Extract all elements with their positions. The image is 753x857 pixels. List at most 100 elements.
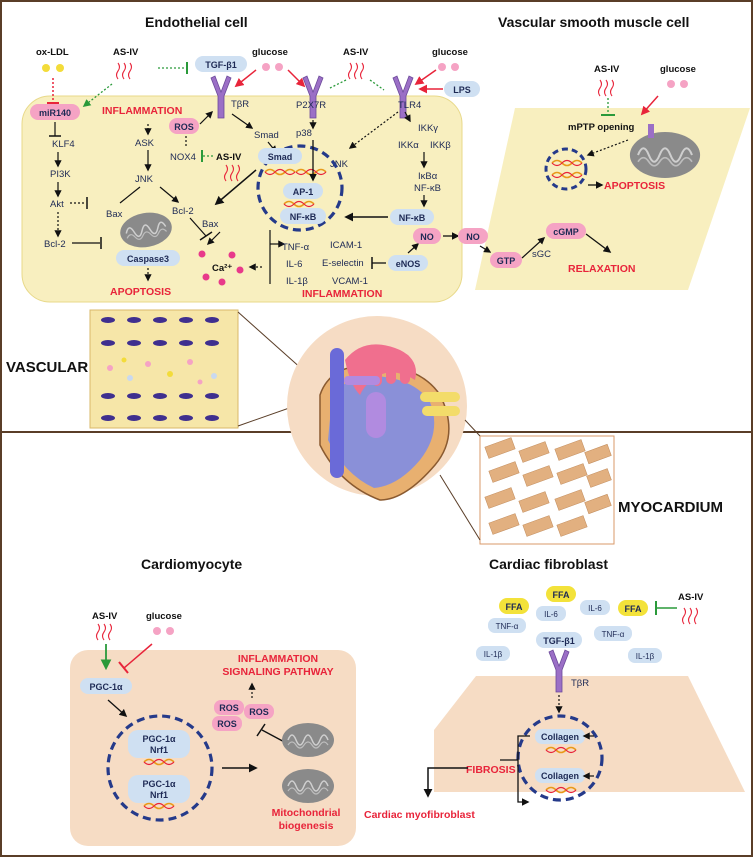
svg-text:TNF-α: TNF-α [602, 630, 625, 639]
enos-node [388, 255, 428, 271]
ask-node: ASK [135, 138, 155, 149]
mitochondrion-icon-3 [281, 722, 335, 758]
tnfa-node-1 [488, 618, 526, 633]
inflammation-label-2: INFLAMMATION [302, 288, 382, 300]
ap1-node [283, 183, 323, 199]
svg-text:NO: NO [420, 232, 434, 242]
svg-text:Caspase3: Caspase3 [127, 254, 169, 264]
glucose-label-2: glucose [432, 47, 468, 58]
vsmc-as-iv-label: AS-IV [594, 64, 620, 75]
cm-as-iv-label: AS-IV [92, 611, 118, 622]
no-node-1 [413, 228, 441, 244]
il1b-node-2 [628, 648, 662, 663]
icam-node: ICAM-1 [330, 240, 362, 251]
bcl2-node-1: Bcl-2 [44, 239, 66, 250]
ffa-node-3 [618, 600, 648, 616]
mir140-node [30, 104, 80, 120]
il6-node-a [536, 606, 566, 621]
tnfa-node: TNF-α [282, 242, 310, 253]
svg-text:TGF-β1: TGF-β1 [205, 60, 237, 70]
glucose-label-1: glucose [252, 47, 288, 58]
as-iv-label-2: AS-IV [343, 47, 369, 58]
smad-node-2 [258, 148, 302, 164]
sgc-node: sGC [532, 249, 551, 260]
jnk-node-2: JNK [330, 159, 349, 170]
ca-node: Ca²⁺ [212, 263, 232, 274]
as-iv-activate-mir140 [82, 83, 113, 107]
cm-glucose-label: glucose [146, 611, 182, 622]
p38-node: p38 [296, 128, 312, 139]
fb-tgf-node [536, 632, 582, 648]
mito-label-2: biogenesis [279, 820, 334, 832]
svg-text:LPS: LPS [453, 85, 471, 95]
cgmp-node [546, 223, 586, 239]
gtp-node [490, 252, 522, 268]
svg-text:NO: NO [466, 232, 480, 242]
klf4-node: KLF4 [52, 139, 75, 150]
ox-ldl-particle [56, 64, 64, 72]
ikky-node: IKKγ [418, 123, 438, 134]
svg-text:NF-κB: NF-κB [399, 213, 426, 223]
myofibroblast-label: Cardiac myofibroblast [364, 809, 475, 821]
collagen-node-2 [535, 768, 585, 783]
il6-node: IL-6 [286, 259, 302, 270]
mitochondrion-icon-4 [281, 768, 335, 804]
eselectin-node: E-selectin [322, 258, 364, 269]
svg-text:FFA: FFA [553, 590, 570, 600]
svg-text:IL-6: IL-6 [588, 604, 602, 613]
p2x7r-label: P2X7R [296, 100, 326, 111]
cm-ros-node-2 [244, 704, 274, 719]
svg-text:PGC-1α: PGC-1α [142, 779, 176, 789]
smad-node-1: Smad [254, 130, 279, 141]
lps-node [444, 81, 480, 97]
tbr-label: TβR [231, 99, 249, 110]
ox-ldl-label: ox-LDL [36, 47, 69, 58]
svg-text:FFA: FFA [625, 604, 642, 614]
mitochondrion-icon-2 [628, 131, 702, 179]
pi3k-node: PI3K [50, 169, 71, 180]
svg-text:Nrf1: Nrf1 [150, 745, 168, 755]
svg-text:IL-1β: IL-1β [484, 650, 503, 659]
collagen-node-1 [535, 729, 585, 744]
fb-as-iv-label: AS-IV [678, 592, 704, 603]
bax-node-2: Bax [202, 219, 219, 230]
relaxation-label: RELAXATION [568, 263, 635, 275]
title-fibroblast: Cardiac fibroblast [489, 556, 608, 572]
nucleus-vsmc [544, 147, 588, 191]
svg-text:IL-1β: IL-1β [636, 652, 655, 661]
svg-text:IL-6: IL-6 [544, 610, 558, 619]
svg-text:ROS: ROS [174, 122, 194, 132]
svg-text:Smad: Smad [268, 152, 293, 162]
nfkb-node-2: NF-κB [414, 183, 441, 194]
ffa-node-1 [499, 598, 529, 614]
vsmc-apoptosis-label: APOPTOSIS [604, 180, 665, 192]
svg-text:NF-κB: NF-κB [290, 212, 317, 222]
ikkb-node: IKKβ [430, 140, 451, 151]
bax-node-1: Bax [106, 209, 123, 220]
nfkb-node-1 [280, 208, 326, 224]
caspase3-node [116, 250, 180, 266]
il1b-node: IL-1β [286, 276, 308, 287]
svg-text:ROS: ROS [249, 707, 269, 717]
nox4-node: NOX4 [170, 152, 196, 163]
nucleus-endothelial [256, 144, 344, 232]
akt-node: Akt [50, 199, 64, 210]
fb-tbr-label: TβR [571, 678, 589, 689]
pgc-nrf1-complex-2 [128, 775, 190, 803]
as-iv-label-3: AS-IV [216, 152, 242, 163]
svg-text:miR140: miR140 [39, 108, 71, 118]
svg-text:ROS: ROS [219, 703, 239, 713]
svg-text:GTP: GTP [497, 256, 516, 266]
ikba-node: IκBα [418, 171, 438, 182]
mptp-label: mPTP opening [568, 122, 635, 133]
tgf-b1-node [195, 56, 247, 72]
title-endothelial: Endothelial cell [145, 14, 248, 30]
ffa-node-2 [546, 586, 576, 602]
ros-node [169, 118, 199, 134]
vsmc-glucose-label: glucose [660, 64, 696, 75]
ox-ldl-particle [42, 64, 50, 72]
jnk-node-1: JNK [135, 174, 154, 185]
mito-label-1: Mitochondrial [272, 807, 341, 819]
